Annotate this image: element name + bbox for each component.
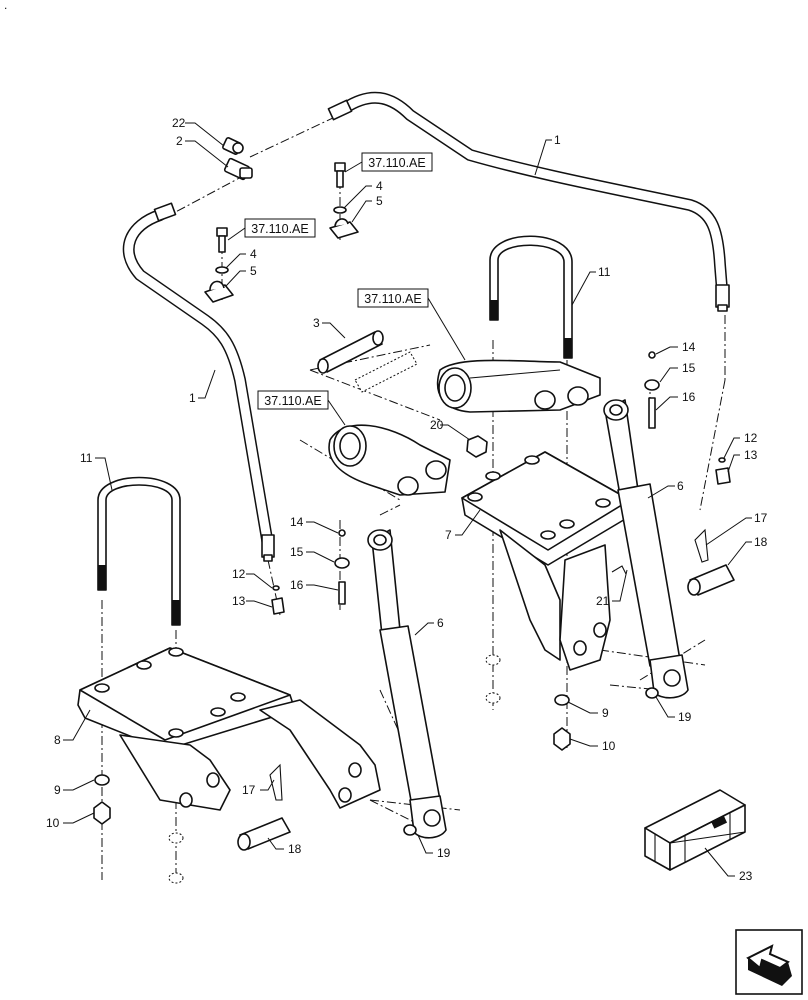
callout-4: 4 bbox=[376, 179, 383, 193]
callout-19: 19 bbox=[437, 846, 451, 860]
callout-4: 4 bbox=[250, 247, 257, 261]
mounting-bracket-left bbox=[77, 647, 381, 811]
callout-leaders bbox=[63, 122, 752, 877]
callout-5: 5 bbox=[250, 264, 257, 278]
callout-12: 12 bbox=[232, 567, 246, 581]
callout-6: 6 bbox=[437, 616, 444, 630]
hydraulic-tube-right bbox=[327, 91, 730, 312]
callout-11: 11 bbox=[80, 451, 93, 465]
bolt-washer-clamp-upper bbox=[329, 162, 359, 239]
callout-15: 15 bbox=[682, 361, 696, 375]
callout-8: 8 bbox=[54, 733, 61, 747]
washer-nut-right bbox=[485, 565, 659, 751]
hex-nut bbox=[466, 435, 488, 458]
reference-box-lever-upper[interactable]: 37.110.AE bbox=[357, 288, 466, 361]
callout-23: 23 bbox=[739, 869, 753, 883]
callout-2: 2 bbox=[176, 134, 183, 148]
callout-22: 22 bbox=[172, 116, 186, 130]
callout-5: 5 bbox=[376, 194, 383, 208]
reference-box-lever-lower[interactable]: 37.110.AE bbox=[257, 390, 346, 426]
next-arrow-icon[interactable] bbox=[735, 929, 803, 995]
reference-box-middle[interactable]: 37.110.AE bbox=[227, 218, 316, 241]
callout-10: 10 bbox=[602, 739, 616, 753]
clevis-pin-left bbox=[237, 817, 291, 851]
u-bolt-left bbox=[97, 476, 181, 626]
reference-label: 37.110.AE bbox=[264, 394, 321, 408]
callout-10: 10 bbox=[46, 816, 60, 830]
callout-18: 18 bbox=[288, 842, 302, 856]
callout-15: 15 bbox=[290, 545, 304, 559]
callout-9: 9 bbox=[602, 706, 609, 720]
washer-nut-left bbox=[93, 774, 417, 884]
callout-19: 19 bbox=[678, 710, 692, 724]
hydraulic-tube-left bbox=[122, 202, 275, 562]
reference-label: 37.110.AE bbox=[364, 292, 421, 306]
tee-fitting bbox=[223, 157, 253, 181]
callout-18: 18 bbox=[754, 535, 768, 549]
callout-1: 1 bbox=[189, 391, 196, 405]
corner-mark: . bbox=[4, 0, 7, 12]
callout-7: 7 bbox=[445, 528, 452, 542]
callout-14: 14 bbox=[290, 515, 304, 529]
pivot-pin bbox=[317, 330, 418, 393]
crate-icon bbox=[644, 789, 746, 871]
callout-20: 20 bbox=[430, 418, 444, 432]
callout-13: 13 bbox=[232, 594, 246, 608]
callout-17: 17 bbox=[242, 783, 256, 797]
cotter-pin-left bbox=[269, 763, 283, 801]
reference-box-top[interactable]: 37.110.AE bbox=[344, 152, 433, 173]
elbow-fitting bbox=[222, 137, 244, 155]
bolt-washer-clamp-lower bbox=[204, 227, 234, 303]
callout-11: 11 bbox=[598, 265, 611, 279]
callout-3: 3 bbox=[313, 316, 320, 330]
callout-9: 9 bbox=[54, 783, 61, 797]
u-bolt-right bbox=[489, 235, 573, 359]
fitting-set-right bbox=[644, 351, 731, 485]
fitting-set-left bbox=[271, 529, 350, 615]
clevis-pin-right bbox=[687, 564, 735, 596]
callout-12: 12 bbox=[744, 431, 758, 445]
callout-17: 17 bbox=[754, 511, 768, 525]
callout-6: 6 bbox=[677, 479, 684, 493]
callout-1: 1 bbox=[554, 133, 561, 147]
cotter-pin-right bbox=[694, 528, 709, 563]
hydraulic-cylinder-left bbox=[367, 529, 447, 839]
lever-arm-upper bbox=[436, 359, 601, 413]
reference-label: 37.110.AE bbox=[251, 222, 308, 236]
reference-label: 37.110.AE bbox=[368, 156, 425, 170]
lever-arm-lower bbox=[328, 424, 451, 496]
mounting-bracket-right bbox=[461, 451, 633, 671]
hydraulic-cylinder-right bbox=[603, 399, 689, 699]
callout-numbers: 1 1 22 2 3 4 5 4 5 11 11 14 15 16 20 12 … bbox=[46, 116, 768, 883]
callout-14: 14 bbox=[682, 340, 696, 354]
callout-16: 16 bbox=[290, 578, 304, 592]
callout-16: 16 bbox=[682, 390, 696, 404]
callout-21: 21 bbox=[596, 594, 610, 608]
callout-13: 13 bbox=[744, 448, 758, 462]
